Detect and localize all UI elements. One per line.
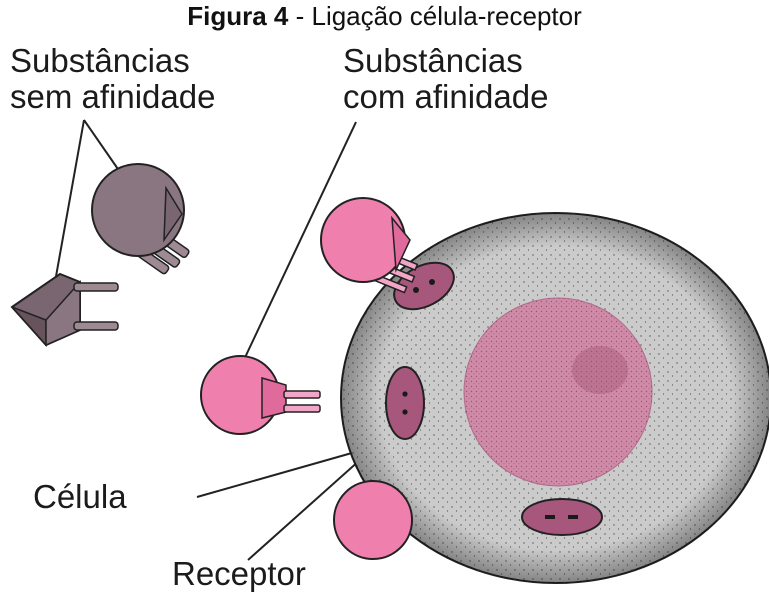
nucleolus (572, 346, 628, 394)
receptor-bottom (522, 499, 602, 535)
pointer-line-no-affinity-sphere (84, 120, 120, 172)
affinity-substance-free (201, 356, 320, 434)
affinity-substance-bound (321, 198, 417, 293)
no-affinity-substance-cube (12, 274, 118, 345)
no-affinity-substance-sphere (92, 164, 190, 275)
receptor-left (386, 367, 424, 439)
pointer-line-no-affinity-cube (55, 120, 84, 282)
affinity-substance-bottom (334, 481, 412, 559)
nucleus-texture (464, 298, 652, 486)
